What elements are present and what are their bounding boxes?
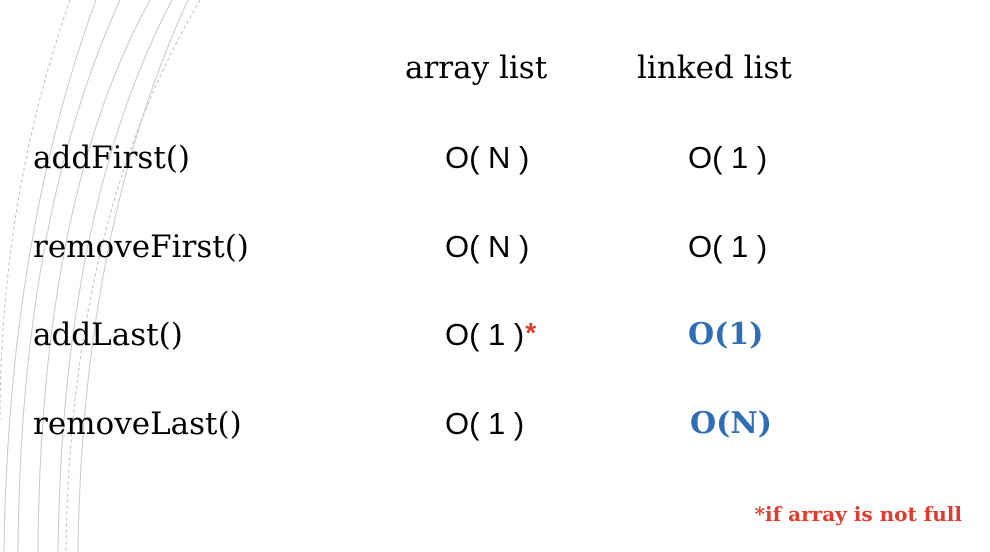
table-row: removeFirst() O( N ) O( 1 ): [0, 225, 990, 269]
array-list-complexity: O( N ): [445, 136, 529, 180]
method-name: addLast(): [33, 317, 183, 353]
footnote-marker: *: [525, 317, 537, 348]
table-row: addLast() O( 1 )* O(1): [0, 313, 990, 357]
table-row: removeLast() O( 1 ) O(N): [0, 402, 990, 446]
linked-list-complexity-highlight: O(1): [688, 317, 764, 352]
footnote: *if array is not full: [754, 502, 962, 526]
method-name: addFirst(): [33, 140, 190, 176]
table-row: addFirst() O( N ) O( 1 ): [0, 136, 990, 180]
complexity-value: O( 1 ): [445, 406, 525, 441]
linked-list-complexity: O( 1 ): [688, 229, 768, 264]
linked-list-complexity: O( 1 ): [688, 140, 768, 175]
header-linked-list: linked list: [637, 50, 792, 86]
method-name: removeLast(): [33, 406, 242, 442]
array-list-complexity: O( N ): [445, 225, 529, 269]
array-list-complexity: O( 1 )*: [445, 313, 536, 357]
method-name: removeFirst(): [33, 229, 249, 265]
header-array-list: array list: [405, 50, 548, 86]
complexity-value: O( N ): [445, 229, 530, 264]
complexity-value: O( N ): [445, 140, 530, 175]
array-list-complexity: O( 1 ): [445, 402, 524, 446]
linked-list-complexity-highlight: O(N): [690, 406, 772, 441]
complexity-value: O( 1 ): [445, 317, 525, 352]
